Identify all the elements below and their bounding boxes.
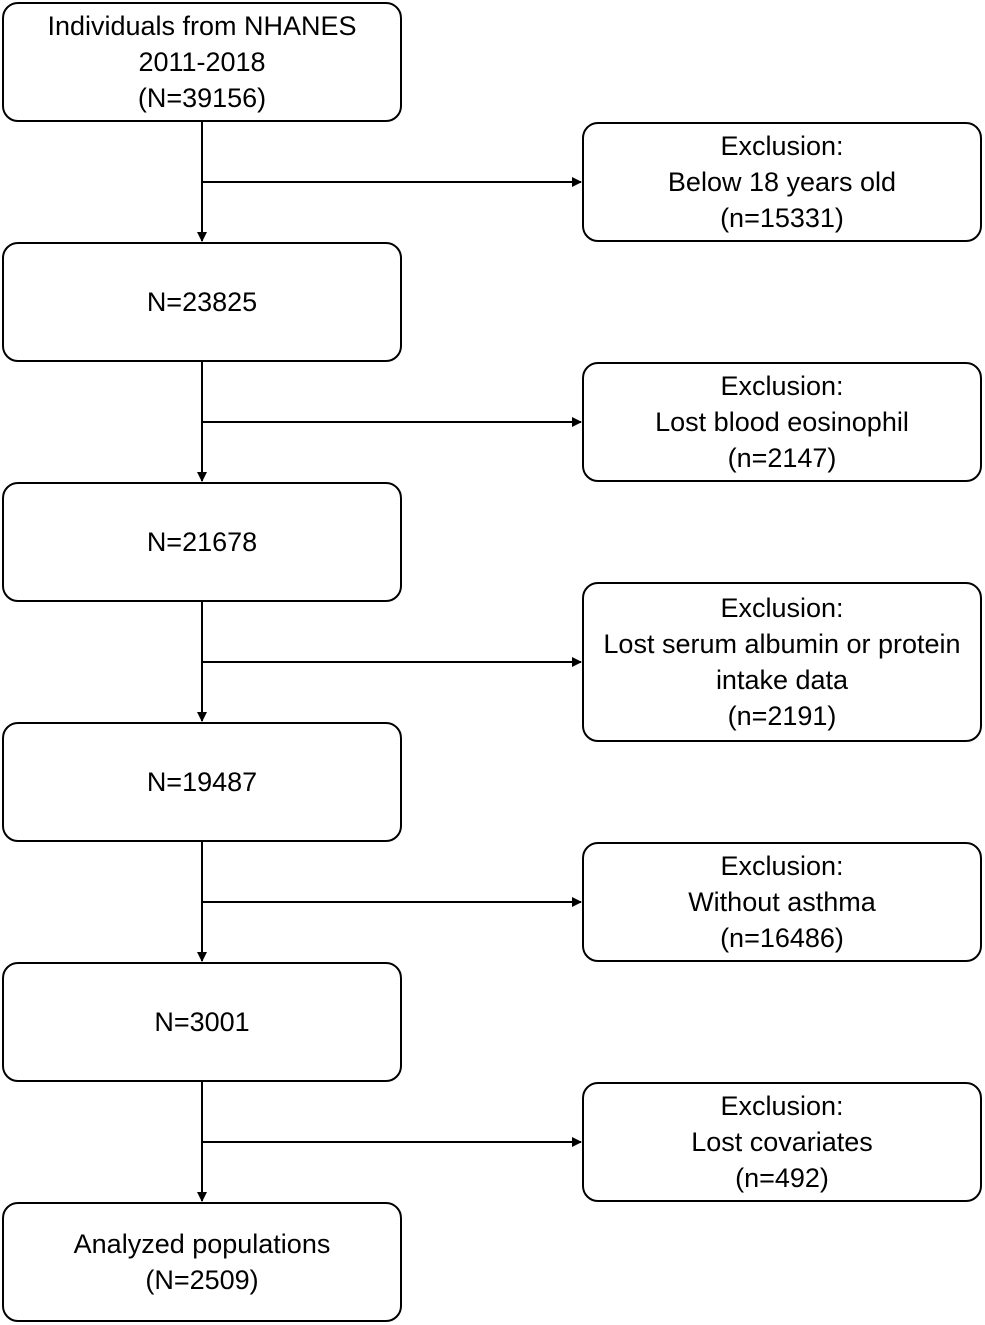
exclusion-box-eosinophil: Exclusion: Lost blood eosinophil (n=2147… bbox=[582, 362, 982, 482]
exclusion-line: (n=2191) bbox=[727, 701, 837, 731]
exclusion-box-age: Exclusion: Below 18 years old (n=15331) bbox=[582, 122, 982, 242]
main-box-line: N=3001 bbox=[154, 1007, 250, 1037]
main-box-line: Analyzed populations bbox=[73, 1229, 331, 1259]
main-box-step-2: N=21678 bbox=[2, 482, 402, 602]
exclusion-line: intake data bbox=[715, 665, 849, 695]
exclusion-line: Exclusion: bbox=[720, 131, 844, 161]
exclusion-line: (n=2147) bbox=[727, 443, 837, 473]
exclusion-box-covariates: Exclusion: Lost covariates (n=492) bbox=[582, 1082, 982, 1202]
exclusion-line: (n=15331) bbox=[720, 203, 844, 233]
exclusion-line: (n=492) bbox=[735, 1163, 829, 1193]
main-box-line: 2011-2018 bbox=[138, 47, 266, 77]
exclusion-line: (n=16486) bbox=[720, 923, 844, 953]
exclusion-line: Below 18 years old bbox=[667, 167, 897, 197]
exclusion-line: Exclusion: bbox=[720, 851, 844, 881]
main-box-initial: Individuals from NHANES 2011-2018 (N=391… bbox=[2, 2, 402, 122]
exclusion-line: Lost serum albumin or protein bbox=[603, 629, 961, 659]
exclusion-line: Lost blood eosinophil bbox=[655, 407, 909, 437]
main-box-final: Analyzed populations (N=2509) bbox=[2, 1202, 402, 1322]
main-box-line: (N=2509) bbox=[145, 1265, 259, 1295]
main-box-line: N=21678 bbox=[146, 527, 258, 557]
main-box-step-3: N=19487 bbox=[2, 722, 402, 842]
exclusion-box-albumin: Exclusion: Lost serum albumin or protein… bbox=[582, 582, 982, 742]
exclusion-box-asthma: Exclusion: Without asthma (n=16486) bbox=[582, 842, 982, 962]
exclusion-line: Lost covariates bbox=[691, 1127, 873, 1157]
main-box-line: N=23825 bbox=[146, 287, 258, 317]
exclusion-line: Without asthma bbox=[688, 887, 876, 917]
main-box-step-1: N=23825 bbox=[2, 242, 402, 362]
exclusion-line: Exclusion: bbox=[720, 1091, 844, 1121]
exclusion-line: Exclusion: bbox=[720, 371, 844, 401]
exclusion-line: Exclusion: bbox=[720, 593, 844, 623]
main-box-line: N=19487 bbox=[146, 767, 258, 797]
main-box-line: Individuals from NHANES bbox=[47, 11, 357, 41]
main-box-line: (N=39156) bbox=[137, 83, 267, 113]
main-box-step-4: N=3001 bbox=[2, 962, 402, 1082]
